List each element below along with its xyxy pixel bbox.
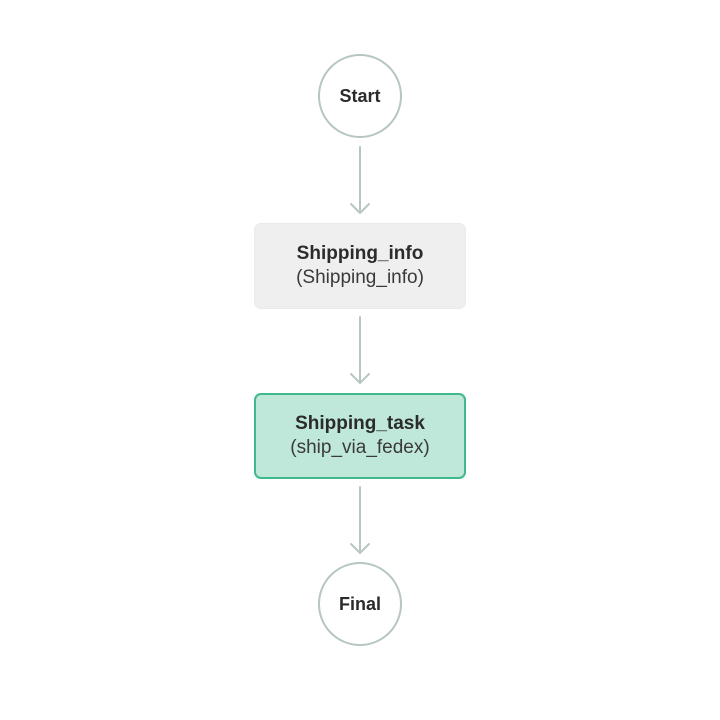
edge-shipping-info-to-shipping-task: [350, 316, 370, 384]
shipping-info-node[interactable]: Shipping_info (Shipping_info): [254, 223, 466, 309]
shipping-info-subtitle: (Shipping_info): [296, 267, 424, 288]
edge-start-to-shipping-info: [350, 146, 370, 214]
shipping-task-subtitle: (ship_via_fedex): [290, 437, 430, 458]
shipping-task-name: Shipping_task: [295, 413, 425, 434]
arrow-down-icon: [350, 373, 370, 384]
shipping-info-name: Shipping_info: [296, 243, 424, 264]
edge-shipping-task-to-final: [350, 486, 370, 554]
arrow-down-icon: [350, 543, 370, 554]
start-node[interactable]: Start: [318, 54, 402, 138]
final-node-label: Final: [338, 593, 381, 614]
arrow-down-icon: [350, 203, 370, 214]
final-node[interactable]: Final: [318, 562, 402, 646]
start-node-label: Start: [339, 85, 381, 106]
shipping-task-node[interactable]: Shipping_task (ship_via_fedex): [254, 393, 466, 479]
